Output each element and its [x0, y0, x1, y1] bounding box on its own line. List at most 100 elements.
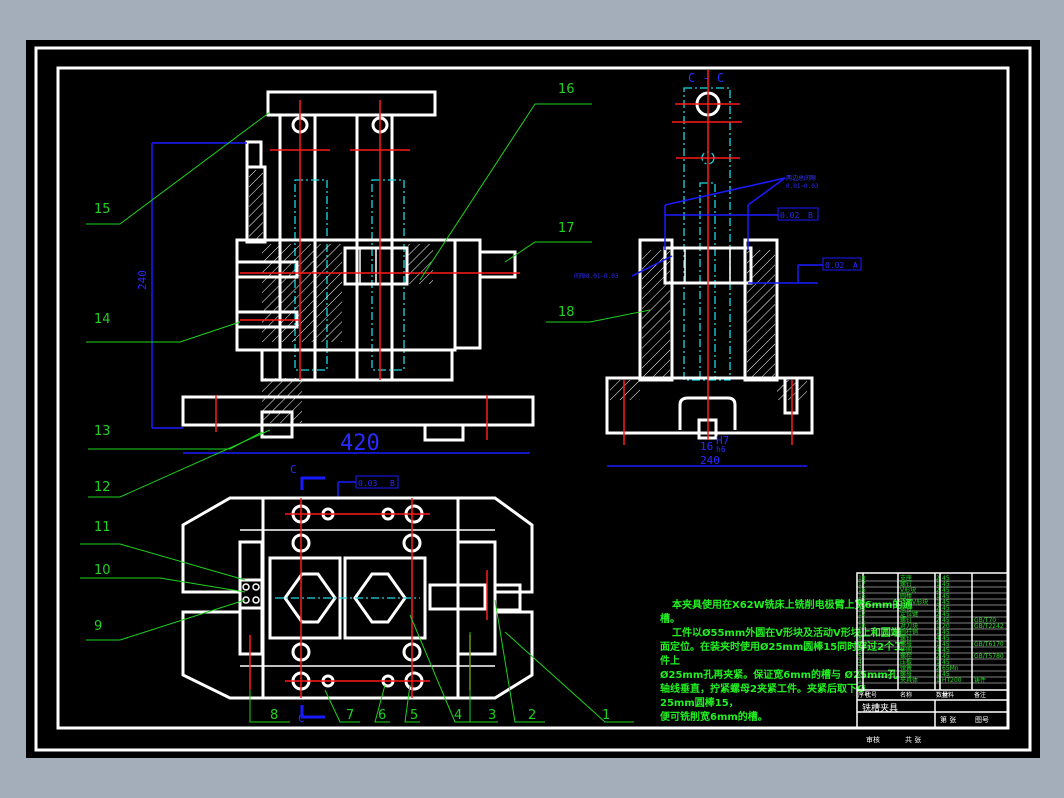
table-cell: V形块	[900, 586, 916, 594]
fit-bottom: h6	[716, 445, 726, 454]
table-cell: 定位键	[900, 610, 918, 618]
table-header: 名称	[900, 691, 912, 699]
table-cell: 18	[858, 575, 866, 582]
part-label-5: 5	[410, 708, 418, 723]
table-cell: 4	[858, 659, 862, 666]
table-cell: GB/T2242	[974, 623, 1004, 630]
part-label-13: 13	[94, 424, 111, 439]
table-cell: 螺钉	[900, 580, 912, 588]
table-cell: 4	[936, 647, 940, 654]
table-header: 备注	[974, 691, 986, 699]
inner-border	[56, 66, 1010, 730]
table-cell: 1	[936, 641, 940, 648]
part-label-3: 3	[488, 708, 496, 723]
table-cell: 1	[936, 659, 940, 666]
table-cell: 夹具体	[900, 676, 918, 684]
view-marker-top: C	[290, 463, 297, 476]
part-label-8: 8	[270, 708, 278, 723]
gap-note: 两边总间隙	[786, 174, 816, 182]
part-label-6: 6	[378, 708, 386, 723]
table-cell: 4	[936, 635, 940, 642]
table-cell: 15	[858, 593, 866, 600]
table-cell: 活动V形块	[900, 598, 928, 606]
part-label-1: 1	[602, 708, 610, 723]
svg-text:A: A	[853, 261, 858, 270]
svg-text:25mm圆棒15，: 25mm圆棒15，	[660, 696, 739, 709]
side-width-dimension: 240	[700, 454, 720, 467]
fit-top: H7	[716, 434, 729, 447]
table-cell: 45	[942, 635, 950, 642]
table-cell: 2	[936, 587, 940, 594]
table-cell: 13	[858, 605, 866, 612]
table-cell: 1	[936, 677, 940, 684]
table-cell: 螺母	[900, 670, 912, 678]
technical-notes: 本夹具使用在X62W铣床上铣削电极臂上宽6mm的通 槽。 工件以Ø55mm外圆在…	[660, 598, 912, 723]
tolerance-frame-side-upper: 0.02 B	[777, 207, 819, 221]
table-header: 数量	[936, 691, 948, 699]
table-cell: 14	[858, 599, 866, 606]
table-cell: 45	[942, 629, 950, 636]
svg-text:工件以Ø55mm外圆在V形块及活动V形块上和圆端: 工件以Ø55mm外圆在V形块及活动V形块上和圆端	[672, 626, 901, 639]
table-cell: 1	[936, 593, 940, 600]
table-cell: 10	[858, 623, 866, 630]
table-cell: 对刀块	[900, 622, 918, 630]
footer-left: 审核	[866, 735, 880, 744]
table-cell: GB/T5780	[974, 653, 1004, 660]
table-cell: 圆棒	[900, 592, 912, 600]
part-label-4: 4	[454, 708, 462, 723]
table-cell: 螺钉	[900, 634, 912, 642]
table-cell: 9	[858, 629, 862, 636]
table-cell: 45	[942, 593, 950, 600]
svg-text:B: B	[808, 211, 813, 220]
footer-label: 图号	[975, 716, 989, 724]
table-cell: 45	[942, 647, 950, 654]
table-cell: 圆柱销	[900, 628, 918, 636]
table-cell: 1	[936, 581, 940, 588]
table-cell: 12	[858, 611, 866, 618]
part-label-10: 10	[94, 563, 111, 578]
table-cell: 垫圈	[900, 646, 912, 654]
part-label-9: 9	[94, 619, 102, 634]
table-cell: 1	[936, 671, 940, 678]
front-view: 240 420	[136, 90, 535, 456]
table-cell: 1	[858, 677, 862, 684]
table-cell: 45	[942, 659, 950, 666]
tolerance-frame-side-lower: 0.02 A	[822, 257, 862, 271]
table-cell: 螺母	[900, 640, 912, 648]
table-cell: 16	[858, 587, 866, 594]
height-dimension: 240	[136, 270, 149, 290]
part-label-14: 14	[94, 312, 111, 327]
table-cell: 2	[936, 617, 940, 624]
svg-text:槽。: 槽。	[660, 612, 680, 625]
table-cell: GB/T70	[974, 617, 996, 624]
drawing-name: 铣槽夹具	[862, 702, 898, 714]
part-label-16: 16	[558, 82, 575, 97]
table-cell: 45	[942, 587, 950, 594]
svg-text:轴线垂直，拧紧螺母2夹紧工件。夹紧后取下Ø: 轴线垂直，拧紧螺母2夹紧工件。夹紧后取下Ø	[660, 682, 866, 695]
tolerance-frame-top: 0.03 B	[355, 475, 399, 489]
table-cell: 2	[936, 653, 940, 660]
table-cell: 65Mn	[942, 665, 959, 672]
table-cell: 1	[936, 629, 940, 636]
table-cell: 压板	[900, 658, 912, 666]
svg-text:面定位。在装夹时使用Ø25mm圆棒15同时穿过2个工: 面定位。在装夹时使用Ø25mm圆棒15同时穿过2个工	[660, 640, 904, 653]
table-cell: 铸件	[974, 676, 986, 684]
svg-text:0.03: 0.03	[358, 479, 377, 488]
part-label-11: 11	[94, 520, 111, 535]
table-cell: 2	[936, 665, 940, 672]
part-leaders: 15 14 13 12 11 10 9 16 17 18 8 7 6 5 4 3…	[80, 82, 651, 723]
table-cell: 2	[936, 611, 940, 618]
table-cell: 17	[858, 581, 866, 588]
svg-text:B: B	[390, 479, 395, 488]
gap-value: 0.01~0.03	[786, 183, 819, 190]
table-cell: 45	[942, 617, 950, 624]
svg-text:便可铣削宽6mm的槽。: 便可铣削宽6mm的槽。	[660, 710, 768, 723]
table-cell: 45	[942, 599, 950, 606]
part-label-15: 15	[94, 202, 111, 217]
svg-text:0.02: 0.02	[780, 211, 799, 220]
table-cell: 6	[858, 647, 862, 654]
part-label-2: 2	[528, 708, 536, 723]
table-cell: 螺钉	[900, 616, 912, 624]
table-cell: 2	[936, 605, 940, 612]
